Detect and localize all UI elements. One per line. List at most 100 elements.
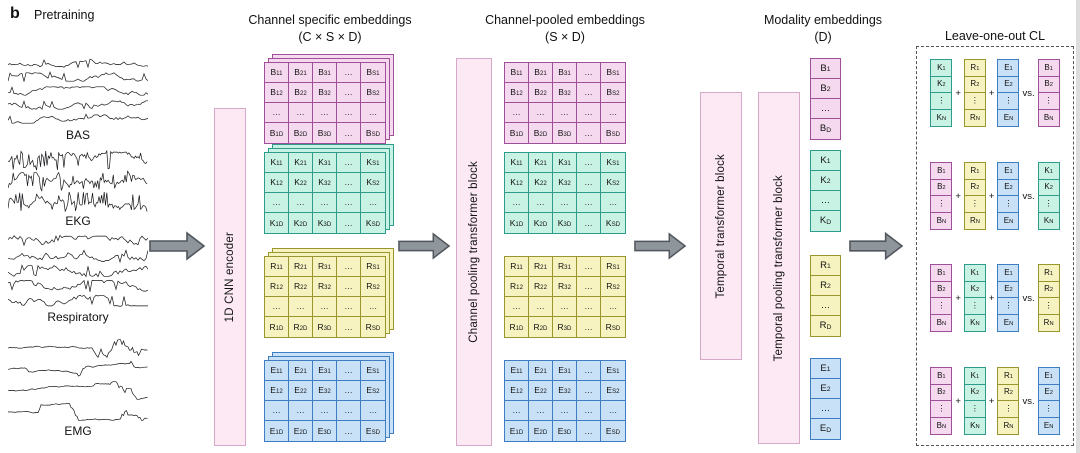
header-line: Channel-pooled embeddings xyxy=(485,13,645,27)
trace-line xyxy=(8,150,148,171)
trace-line xyxy=(8,100,148,110)
vector-cell: ⋮ xyxy=(1038,298,1059,315)
leave-one-out-header: Leave-one-out CL xyxy=(895,28,1080,45)
arrow-shape xyxy=(634,232,686,260)
vector-cell: ⋮ xyxy=(931,93,952,110)
matrix-cell: … xyxy=(577,63,601,83)
matrix-cell: … xyxy=(337,193,361,213)
signal-label: EMG xyxy=(64,424,92,438)
matrix-cell: … xyxy=(313,401,337,421)
trace-line xyxy=(8,249,148,264)
matrix-cell: … xyxy=(553,401,577,421)
matrix-cell: … xyxy=(505,103,529,123)
page-edge xyxy=(1076,0,1080,453)
matrix-cell: … xyxy=(337,123,361,143)
matrix-cell: … xyxy=(601,401,625,421)
plus-operator: + xyxy=(955,190,961,202)
matrix-cell: … xyxy=(337,277,361,297)
trace-line xyxy=(8,71,148,82)
trace-line xyxy=(8,264,148,278)
matrix-cell: … xyxy=(577,381,601,401)
matrix-cell: … xyxy=(337,63,361,83)
matrix-cell: … xyxy=(361,103,385,123)
temporal-pooling-transformer-block: Temporal pooling transformer block xyxy=(758,92,800,444)
matrix-cell: … xyxy=(289,193,313,213)
matrix-cell: … xyxy=(337,83,361,103)
matrix-cell: … xyxy=(265,297,289,317)
arrow-shape xyxy=(849,231,903,261)
vector-cell: ⋮ xyxy=(1038,93,1059,110)
matrix-cell: … xyxy=(577,257,601,277)
vector-cell: ⋮ xyxy=(964,298,985,315)
vector-cell: ⋮ xyxy=(931,298,952,315)
vector-cell: ⋮ xyxy=(1038,196,1059,213)
matrix-cell: … xyxy=(601,103,625,123)
matrix-cell: … xyxy=(289,103,313,123)
emg-trace xyxy=(8,339,148,421)
trace-line xyxy=(8,339,148,358)
vector-cell: ⋮ xyxy=(998,196,1019,213)
matrix-cell: … xyxy=(553,103,577,123)
matrix-cell: … xyxy=(577,173,601,193)
signal-group-emg: EMG xyxy=(8,338,148,438)
vs-label: vs. xyxy=(1022,190,1035,202)
